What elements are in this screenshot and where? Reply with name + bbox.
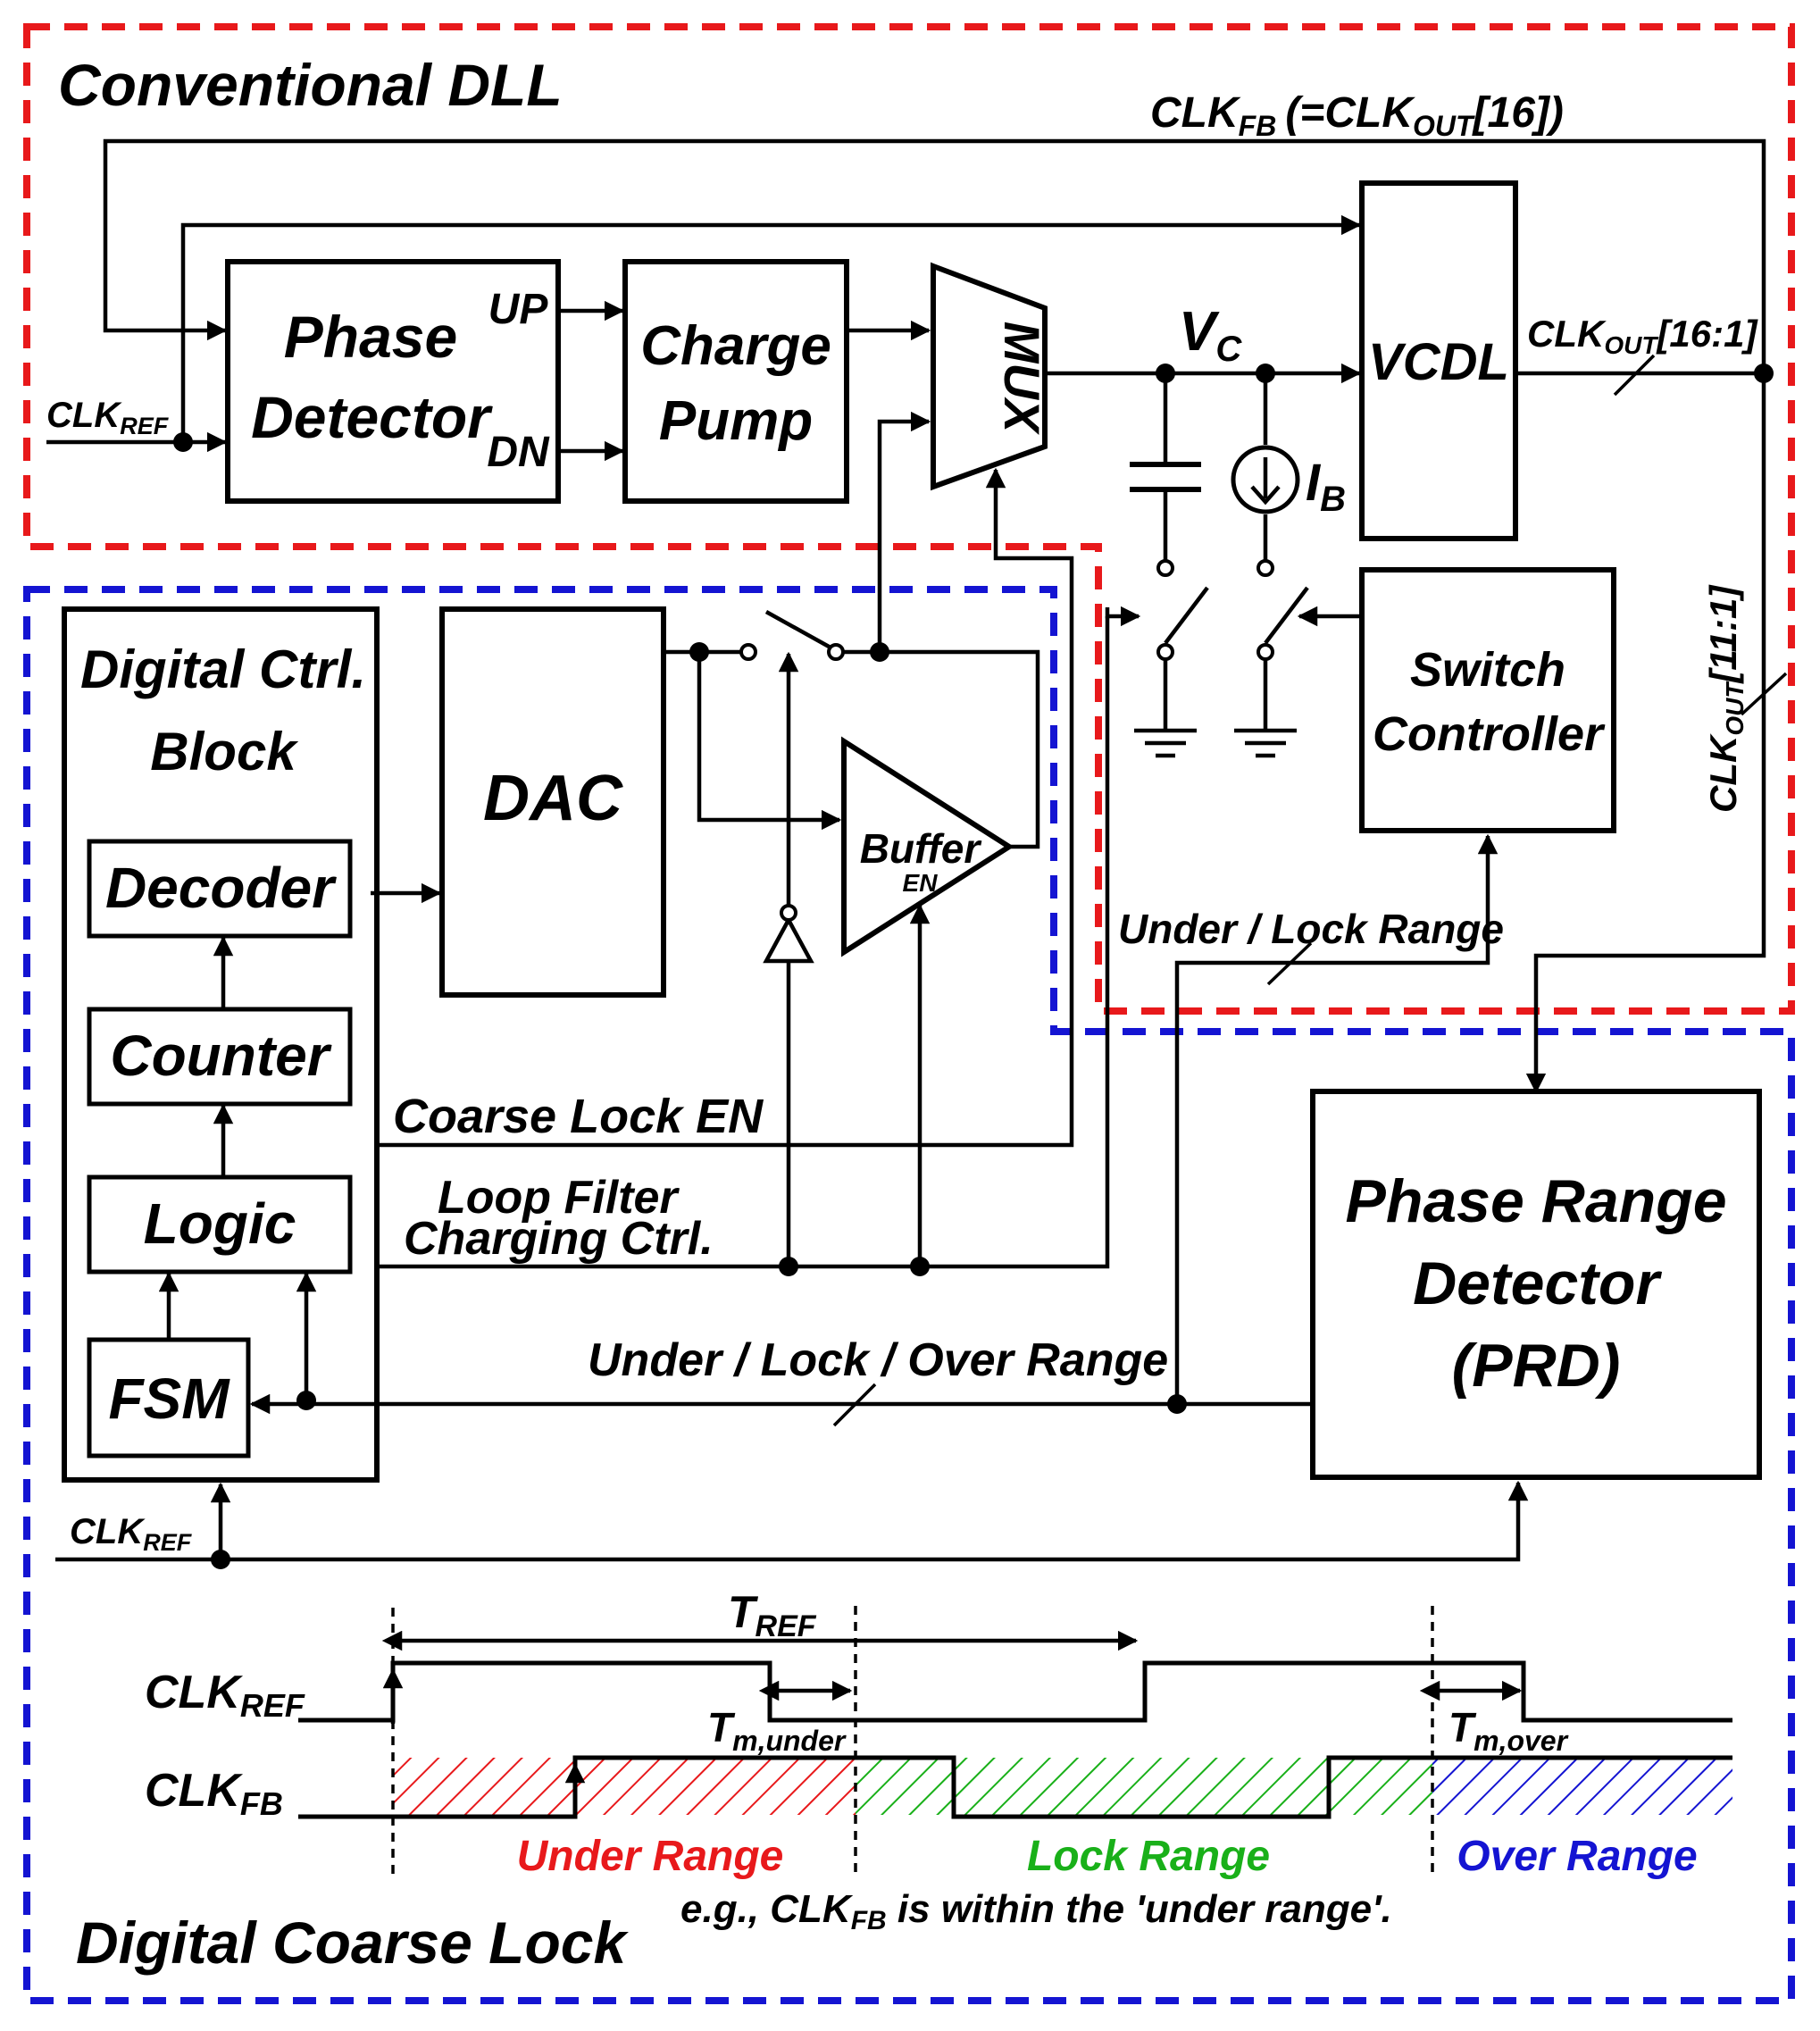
phase-detector-dn-label: DN xyxy=(487,429,550,476)
coarse-lock-en-wire xyxy=(377,467,1074,1148)
over-range-hatch xyxy=(1432,1758,1732,1815)
dac-to-buffer-wire xyxy=(697,652,842,831)
digital-coarse-lock-border xyxy=(23,586,1795,2004)
dac-block xyxy=(439,606,666,998)
timing-note: e.g., CLKFB is within the 'under range'. xyxy=(680,1887,1392,1935)
conventional-dll-border xyxy=(23,23,1795,1015)
under-lock-range-tick xyxy=(1266,941,1313,986)
inverter-bubble xyxy=(780,904,797,922)
decoder-label: Decoder xyxy=(105,856,337,920)
digital-ctrl-label-2: Block xyxy=(150,722,298,781)
clk-ref-top-label: CLKREF xyxy=(46,396,170,439)
loop-filter-label-1: Loop Filter xyxy=(438,1172,680,1224)
prd-label-1: Phase Range xyxy=(1345,1167,1726,1235)
digital-ctrl-label-1: Digital Ctrl. xyxy=(80,639,366,699)
fsm-block xyxy=(87,1337,251,1458)
switch-to-mux-wire xyxy=(843,422,929,655)
cap-ground-icon xyxy=(1134,728,1197,758)
prd-block xyxy=(1310,1089,1762,1480)
under-lock-over-junction xyxy=(1167,1394,1187,1414)
under-lock-over-label: Under / Lock / Over Range xyxy=(588,1334,1168,1386)
cap-switch-terminal-top xyxy=(1156,559,1174,577)
clk-out-11-label: CLKOUT[11:1] xyxy=(1702,584,1749,813)
coarse-lock-en-label: Coarse Lock EN xyxy=(393,1090,764,1143)
clk-ref-bottom-junction xyxy=(211,1550,230,1569)
inverter-icon xyxy=(763,915,814,964)
dac-label: DAC xyxy=(483,763,623,834)
clk-fb-wire xyxy=(103,138,1766,373)
current-source-arrow xyxy=(1250,457,1281,506)
capacitor-icon xyxy=(1130,462,1201,492)
vcdl-block xyxy=(1359,180,1518,541)
charge-pump-label-1: Charge xyxy=(640,315,831,377)
buffer-block xyxy=(841,736,1014,957)
clk-ref-to-vcdl-wire xyxy=(180,214,1362,442)
counter-block xyxy=(87,1007,353,1107)
clk-out-junction xyxy=(1754,364,1774,383)
ib-label: IB xyxy=(1306,454,1346,519)
logic-label: Logic xyxy=(144,1191,296,1256)
tm-under-label: Tm,under xyxy=(707,1704,847,1757)
loop-filter-label-2: Charging Ctrl. xyxy=(404,1213,714,1265)
digital-coarse-lock-title: Digital Coarse Lock xyxy=(76,1910,629,1976)
clk-ref-timing-label: CLKREF xyxy=(145,1667,305,1724)
lock-range-label: Lock Range xyxy=(1027,1833,1270,1880)
buffer-en-label: EN xyxy=(903,869,939,897)
lock-range-hatch xyxy=(856,1758,1432,1815)
charge-pump-label-2: Pump xyxy=(659,390,813,452)
switch-controller-label-1: Switch xyxy=(1410,643,1565,697)
clk-ref-bottom-wire xyxy=(55,1480,1529,1562)
clk-out-wire xyxy=(1515,371,1766,1094)
phase-detector-label-2: Detector xyxy=(251,384,493,450)
dac-switch-terminal-left xyxy=(739,643,757,661)
buffer-out-wire xyxy=(880,649,1040,849)
clk-ref-bottom-label: CLKREF xyxy=(70,1512,193,1556)
charge-pump-block xyxy=(622,259,849,504)
under-lock-range-label: Under / Lock Range xyxy=(1118,906,1504,952)
vcdl-label: VCDL xyxy=(1368,333,1509,391)
tref-label: TREF xyxy=(728,1587,817,1643)
loop-filter-ctrl-wire xyxy=(377,616,1110,1269)
phase-detector-label-1: Phase xyxy=(284,304,457,370)
cap-switch xyxy=(1164,586,1209,645)
under-range-label: Under Range xyxy=(517,1833,784,1880)
clk-fb-label: CLKFB(=CLKOUT[16]) xyxy=(1150,89,1564,142)
cap-switch-terminal-bottom xyxy=(1156,643,1174,661)
range-logic-junction xyxy=(296,1391,316,1410)
phase-detector-block xyxy=(225,259,561,504)
prd-label-3: (PRD) xyxy=(1452,1332,1621,1400)
clk-out-label: CLKOUT[16:1] xyxy=(1527,313,1758,359)
ib-ground-icon xyxy=(1234,728,1297,758)
switch-controller-label-2: Controller xyxy=(1373,707,1606,761)
prd-label-2: Detector xyxy=(1413,1250,1662,1317)
phase-detector-up-label: UP xyxy=(488,286,549,333)
vc-label: VC xyxy=(1179,301,1242,369)
clk-ref-junction xyxy=(173,432,193,452)
under-lock-range-wire xyxy=(1174,833,1499,1404)
mux-label: MUX xyxy=(994,322,1050,436)
conventional-dll-title: Conventional DLL xyxy=(58,52,563,118)
buffer-label: Buffer xyxy=(860,825,982,872)
clk-fb-timing-label: CLKFB xyxy=(145,1765,283,1822)
ib-switch-terminal-top xyxy=(1256,559,1274,577)
under-range-hatch xyxy=(393,1758,856,1815)
under-lock-over-tick xyxy=(832,1383,877,1427)
logic-block xyxy=(87,1174,353,1275)
dac-switch-terminal-right xyxy=(827,643,845,661)
over-range-label: Over Range xyxy=(1457,1833,1697,1880)
tm-over-label: Tm,over xyxy=(1448,1704,1569,1757)
switch-ctrl-to-cap-switch xyxy=(1105,606,1141,627)
fsm-label: FSM xyxy=(108,1367,230,1431)
counter-label: Counter xyxy=(110,1024,331,1088)
decoder-block xyxy=(87,839,353,939)
dac-switch xyxy=(764,610,832,649)
switch-controller-block xyxy=(1359,567,1616,833)
ib-switch-terminal-bottom xyxy=(1256,643,1274,661)
ib-switch xyxy=(1264,586,1309,645)
clk-out-bus-tick xyxy=(1613,354,1656,397)
clk-out-11-bus-tick xyxy=(1740,672,1788,716)
